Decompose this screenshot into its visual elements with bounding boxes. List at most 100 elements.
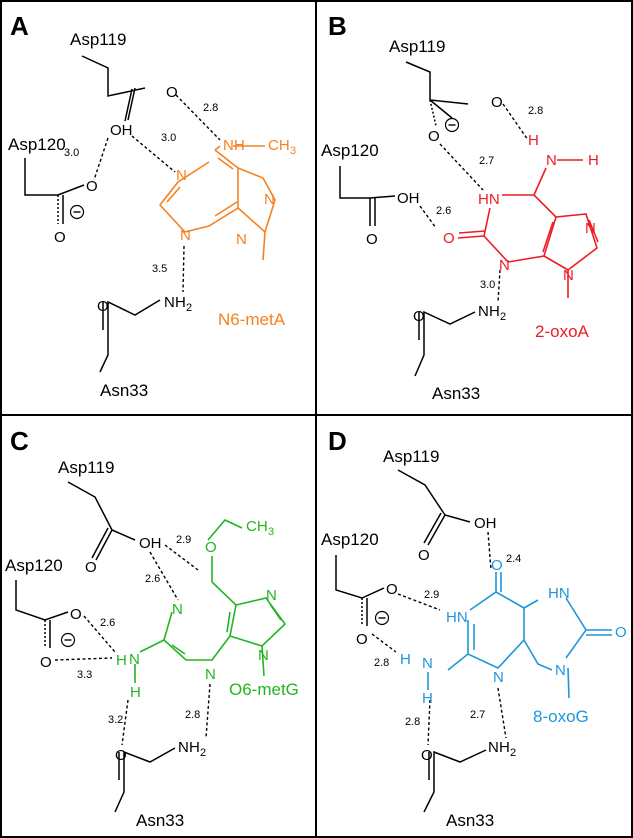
panel-d-dist-2: 2.9 [424,589,439,601]
panel-c-ligand-o: O [205,539,217,556]
panel-b-asn33-label: Asn33 [432,384,480,403]
panel-b-ligand-n3: N [499,257,510,274]
panel-c-ligand-h1: H [116,652,127,669]
panel-d-asn33-o: O [421,747,433,764]
panel-a-ligand: N H CH 3 N N N N N6-metA [158,137,296,329]
panel-c: C Asp119 OH O Asp120 O O O N H 2 Asn33 [5,426,299,830]
panel-a-dist-2: 3.0 [161,132,176,144]
panel-b-asn33-nh-sub: 2 [500,311,506,323]
panel-d-hbond-1 [487,531,492,571]
panel-c-dist-6: 2.8 [185,709,200,721]
panel-d-asn33-label: Asn33 [446,811,494,830]
panel-d-ligand-hn7: HN [548,585,570,602]
panel-d-asn33-nh-sub: 2 [510,747,516,759]
panel-d-asp119-sidechain [397,469,471,546]
panel-a-dist-4: 3.5 [152,263,167,275]
panel-b-ligand-h1: H [588,152,599,169]
panel-d-ligand: O HN HN O H N H N N 8-oxoG [400,557,627,726]
panel-c-hbond-4 [54,657,113,661]
panel-b-ligand-o: O [443,230,455,247]
panel-b-asp119-o2: O [428,128,440,145]
panel-a-asp120-label: Asp120 [8,135,66,154]
panel-d-asp120-o1: O [386,581,398,598]
panel-c-ligand-ch-sub: 3 [268,526,274,538]
panel-d-ligand-n3: N [493,669,504,686]
panel-c-ligand-nh: N [129,651,140,668]
panel-c-asp120-o2: O [40,654,52,671]
panel-d-hbond-4 [427,699,431,746]
panel-c-ligand-n3: N [205,666,216,683]
panel-a-ligand-h: H [234,137,245,154]
panel-c-asp119-label: Asp119 [58,458,114,477]
panel-a-ligand-n1: N [176,167,187,184]
panel-b-dist-3: 2.6 [436,205,451,217]
panel-c-hbond-6 [205,683,211,739]
panel-a-asn33-sidechain [99,299,161,373]
panel-c-asn33-sidechain [114,747,176,813]
panel-d-asp120-o2: O [356,631,368,648]
panel-c-asn33-nh: N [178,739,189,756]
panel-d-asn33-sidechain [423,749,487,813]
panel-a-asn33-label: Asn33 [100,381,148,400]
panel-a-asn33-nh: N [164,294,175,311]
panel-b-dist-2: 2.7 [479,155,494,167]
panel-c-asn33-nh-h: H [189,739,200,756]
panel-b-dist-1: 2.8 [528,105,543,117]
panel-c-ligand-h2: H [130,684,141,701]
panel-a-asn33-nh-sub: 2 [186,302,192,314]
panel-b-label: B [328,11,347,41]
panel-b-ligand-n9: N [563,267,574,284]
panel-c-ligand-n1: N [172,601,183,618]
panel-b-dist-4: 3.0 [480,279,495,291]
panel-d-ligand-o8: O [615,624,627,641]
panel-b-asn33-o: O [413,308,425,325]
panel-a-hbond-3 [93,137,109,181]
panel-c-dist-3: 2.6 [100,617,115,629]
panel-c-ligand-ch: CH [246,518,268,535]
panel-b-ligand-hn: HN [478,191,500,208]
panel-c-asn33-label: Asn33 [136,811,184,830]
panel-d-dist-3: 2.8 [374,657,389,669]
panel-a-ligand-n3: N [180,227,191,244]
panel-b-asn33-nh-h: H [489,303,500,320]
panel-b: B Asp119 O O Asp120 OH O O N H 2 Asn33 [321,11,599,403]
panel-c-hbond-3 [83,615,116,653]
panel-b-asp120-sidechain [339,166,396,226]
panel-b-asp120-label: Asp120 [321,141,379,160]
panel-d-asp120-sidechain [335,555,385,626]
panel-d-ligand-nh: N [422,655,433,672]
panel-d-oh-label: OH [474,515,497,532]
panel-d: D Asp119 OH O Asp120 O O O N H 2 Asn33 [321,426,627,830]
panel-a-asn33-o: O [97,298,109,315]
panel-a-ligand-n9: N [236,231,247,248]
panel-a-asp119-o: O [166,84,178,101]
panel-d-label: D [328,426,347,456]
panel-c-asn33-o: O [115,747,127,764]
panel-a-asn33-nh-h: H [175,294,186,311]
panel-b-asn33-nh: N [478,303,489,320]
panel-b-oh-label: OH [397,190,420,207]
panel-d-dist-4: 2.8 [405,716,420,728]
panel-b-asp119-sidechain [405,61,469,127]
panel-c-ligand-n7: N [266,587,277,604]
panel-a-ligand-ch: CH [268,137,290,154]
panel-a-label: A [10,11,29,41]
panel-d-dist-1: 2.4 [506,553,521,565]
panel-c-asp119-sidechain [67,481,136,561]
panel-c-dist-4: 3.3 [77,669,92,681]
panel-a-ligand-ch-sub: 3 [290,145,296,157]
panel-c-ligand: O CH 3 N H N H N N N O6-metG [116,518,299,701]
panel-d-ligand-h1: H [400,651,411,668]
panel-b-ligand-h2: H [528,132,539,149]
panel-c-asp120-label: Asp120 [5,556,63,575]
panel-a-dist-1: 2.8 [203,102,218,114]
panel-a-hbond-4 [182,245,185,293]
panel-b-ligand-n7: N [585,220,596,237]
panel-c-hbond-1 [164,544,199,571]
panel-c-hbond-5 [121,699,129,746]
panel-a-charge-icon [69,204,85,220]
panel-a-ligand-n: N [223,137,234,154]
panel-b-ligand-name: 2-oxoA [535,322,590,341]
panel-d-hbond-2 [397,593,441,611]
panel-a-ligand-name: N6-metA [218,310,286,329]
